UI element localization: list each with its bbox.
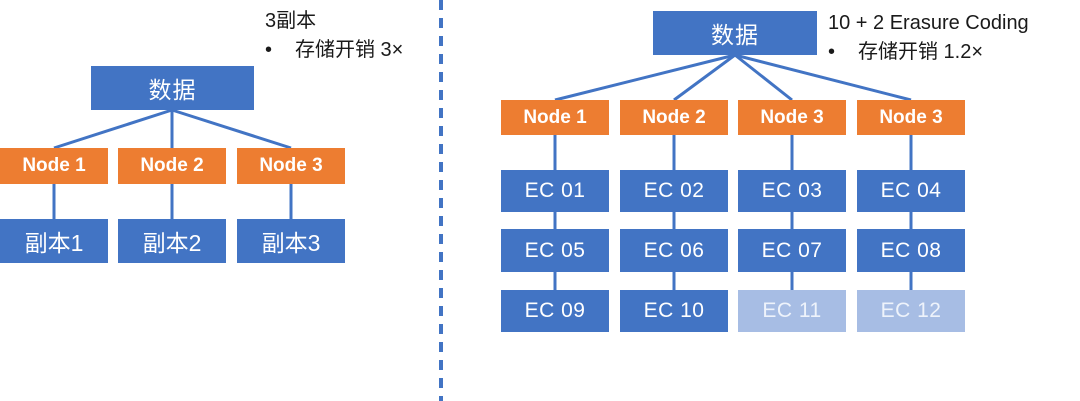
right-node-box-4[interactable]: Node 3 xyxy=(857,100,965,135)
ec-block-11[interactable]: EC 11 xyxy=(738,290,846,332)
wire-right-data-node1 xyxy=(554,53,736,102)
ec-block-1[interactable]: EC 01 xyxy=(501,170,609,212)
ec-block-2[interactable]: EC 02 xyxy=(620,170,728,212)
left-node-box-3[interactable]: Node 3 xyxy=(237,148,345,184)
right-caption-title: 10 + 2 Erasure Coding xyxy=(828,12,1029,34)
wire-right-data-node3 xyxy=(734,53,793,102)
wire-right-data-node2 xyxy=(673,53,736,102)
left-caption-bullet-text: 存储开销 3× xyxy=(295,39,404,61)
right-node-box-1[interactable]: Node 1 xyxy=(501,100,609,135)
right-node-box-3[interactable]: Node 3 xyxy=(738,100,846,135)
ec-block-3[interactable]: EC 03 xyxy=(738,170,846,212)
left-replica-box-1[interactable]: 副本1 xyxy=(0,219,108,263)
panel-divider xyxy=(439,0,443,401)
ec-block-5[interactable]: EC 05 xyxy=(501,229,609,272)
left-replica-box-3[interactable]: 副本3 xyxy=(237,219,345,263)
bullet-dot-icon: • xyxy=(828,41,836,63)
left-caption-bullet: • 存储开销 3× xyxy=(265,36,403,64)
ec-block-7[interactable]: EC 07 xyxy=(738,229,846,272)
ec-block-9[interactable]: EC 09 xyxy=(501,290,609,332)
left-data-box[interactable]: 数据 xyxy=(91,66,254,110)
left-replica-box-2[interactable]: 副本2 xyxy=(118,219,226,263)
ec-block-4[interactable]: EC 04 xyxy=(857,170,965,212)
ec-block-6[interactable]: EC 06 xyxy=(620,229,728,272)
ec-block-10[interactable]: EC 10 xyxy=(620,290,728,332)
bullet-dot-icon: • xyxy=(265,39,273,61)
left-caption-title: 3副本 xyxy=(265,10,317,32)
ec-block-12[interactable]: EC 12 xyxy=(857,290,965,332)
right-caption-bullet: • 存储开销 1.2× xyxy=(828,38,983,66)
left-node-box-2[interactable]: Node 2 xyxy=(118,148,226,184)
wire-left-data-node1 xyxy=(53,108,173,150)
right-data-box[interactable]: 数据 xyxy=(653,11,817,55)
right-caption-bullet-text: 存储开销 1.2× xyxy=(858,41,984,63)
ec-block-8[interactable]: EC 08 xyxy=(857,229,965,272)
left-node-box-1[interactable]: Node 1 xyxy=(0,148,108,184)
right-node-box-2[interactable]: Node 2 xyxy=(620,100,728,135)
wire-left-data-node3 xyxy=(171,108,292,150)
